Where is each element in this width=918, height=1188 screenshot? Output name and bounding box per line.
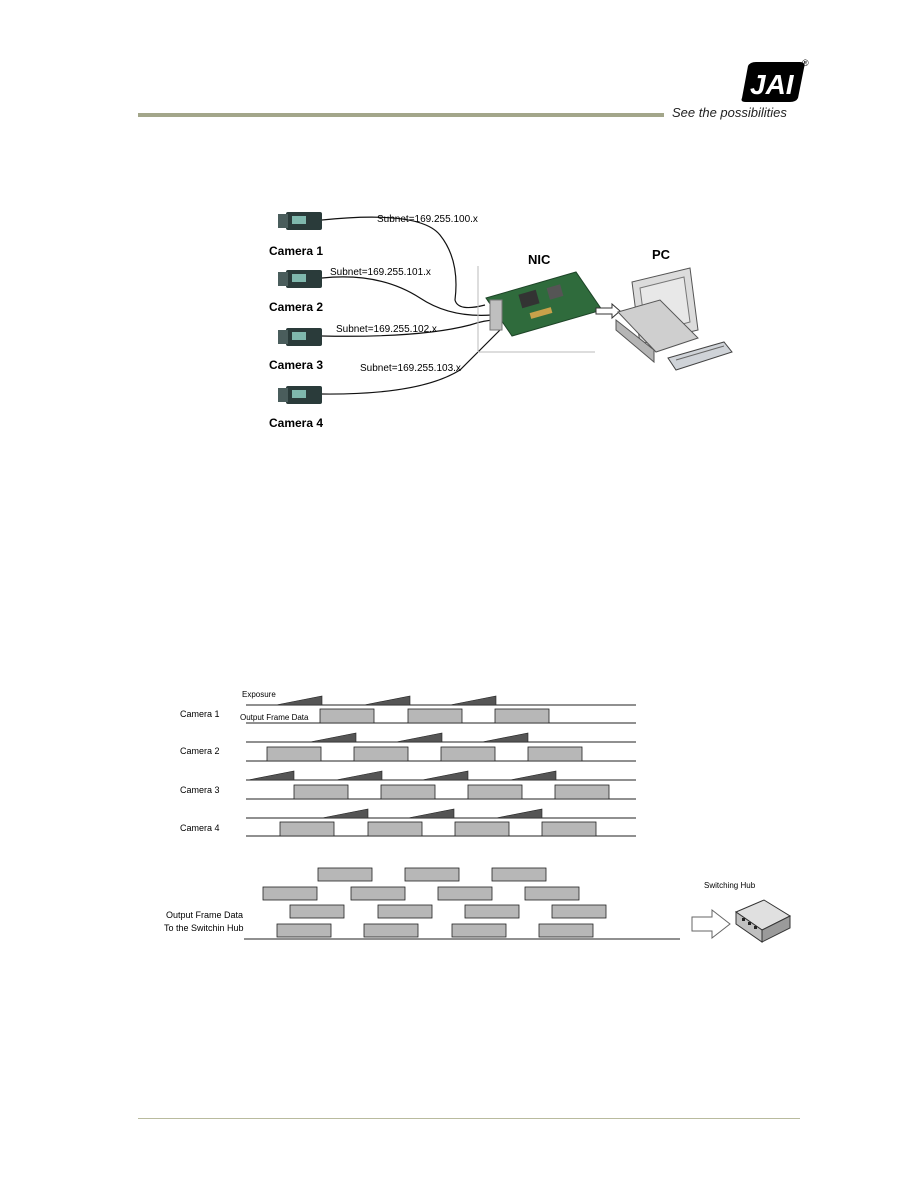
exposure-ramp-1-1: [275, 695, 323, 706]
exposure-label: Exposure: [242, 690, 276, 699]
camera-icon-1: [278, 212, 322, 230]
exposure-ramp-4-1: [321, 808, 369, 819]
merged-frame-1-3: [491, 867, 547, 882]
merged-frame-2-1: [262, 886, 318, 901]
camera-icon-2: [278, 270, 322, 288]
exposure-ramp-3-4: [509, 770, 557, 781]
row-label-camera-1: Camera 1: [180, 709, 220, 719]
logo-text: JAI: [750, 69, 795, 100]
arrow-icon: [595, 302, 621, 320]
registered-mark: ®: [802, 58, 809, 68]
frame-block-3-1: [293, 784, 349, 800]
switching-hub-icon: [734, 899, 792, 943]
exposure-ramp-3-3: [421, 770, 469, 781]
pc-label: PC: [652, 247, 671, 262]
cable-camera-2: [321, 276, 493, 316]
exposure-ramp-2-1: [309, 732, 357, 743]
exposure-ramp-1-3: [449, 695, 497, 706]
subnet-1-label: Subnet=169.255.100.x: [377, 214, 478, 225]
merged-frame-4-1: [276, 923, 332, 938]
merged-frame-1-2: [404, 867, 460, 882]
nic-label: NIC: [528, 252, 551, 267]
output-frame-label: Output Frame Data: [240, 713, 309, 722]
frame-block-2-4: [527, 746, 583, 762]
timing-shapes: [244, 695, 680, 940]
merged-frame-3-2: [377, 904, 433, 919]
merged-frame-2-3: [437, 886, 493, 901]
hub-label: Switching Hub: [704, 881, 756, 890]
frame-block-1-3: [494, 708, 550, 724]
frame-block-4-2: [367, 821, 423, 837]
row-label-camera-3: Camera 3: [180, 785, 220, 795]
exposure-ramp-2-3: [481, 732, 529, 743]
merged-label-line1: Output Frame Data: [166, 910, 243, 920]
merged-frame-3-1: [289, 904, 345, 919]
exposure-ramp-4-3: [495, 808, 543, 819]
merged-frame-1-1: [317, 867, 373, 882]
merged-frame-2-2: [350, 886, 406, 901]
exposure-ramp-3-2: [335, 770, 383, 781]
exposure-ramp-4-2: [407, 808, 455, 819]
frame-block-3-4: [554, 784, 610, 800]
camera-2-label: Camera 2: [269, 300, 323, 314]
merged-frame-4-3: [451, 923, 507, 938]
network-diagram: Camera 1 Camera 2 Camera 3 Camera 4 Subn…: [269, 212, 733, 430]
footer-rule: [138, 1118, 800, 1119]
pc-icon: [615, 267, 733, 371]
merged-frame-4-4: [538, 923, 594, 938]
camera-icon-4: [278, 386, 322, 404]
camera-icon-3: [278, 328, 322, 346]
merged-frame-2-4: [524, 886, 580, 901]
row-label-camera-2: Camera 2: [180, 746, 220, 756]
header-rule: [138, 113, 664, 117]
camera-3-label: Camera 3: [269, 358, 323, 372]
frame-block-3-2: [380, 784, 436, 800]
merged-frame-3-4: [551, 904, 607, 919]
camera-1-label: Camera 1: [269, 244, 323, 258]
subnet-3-label: Subnet=169.255.102.x: [336, 324, 437, 335]
frame-block-4-1: [279, 821, 335, 837]
exposure-ramp-2-2: [395, 732, 443, 743]
subnet-4-label: Subnet=169.255.103.x: [360, 363, 461, 374]
row-label-camera-4: Camera 4: [180, 823, 220, 833]
hub-arrow-icon: [691, 908, 731, 940]
merged-frame-3-3: [464, 904, 520, 919]
frame-block-1-2: [407, 708, 463, 724]
exposure-ramp-1-2: [363, 695, 411, 706]
frame-block-1-1: [319, 708, 375, 724]
frame-block-4-3: [454, 821, 510, 837]
merged-label-line2: To the Switchin Hub: [164, 923, 244, 933]
merged-frame-4-2: [363, 923, 419, 938]
subnet-2-label: Subnet=169.255.101.x: [330, 267, 431, 278]
frame-block-3-3: [467, 784, 523, 800]
nic-card-icon: [477, 266, 603, 353]
frame-block-2-1: [266, 746, 322, 762]
camera-4-label: Camera 4: [269, 416, 323, 430]
timing-diagram: Exposure Output Frame Data Camera 1 Came…: [164, 690, 792, 943]
frame-block-2-3: [440, 746, 496, 762]
cable-camera-4: [321, 329, 501, 395]
frame-block-4-4: [541, 821, 597, 837]
frame-block-2-2: [353, 746, 409, 762]
jai-logo: JAI ®: [738, 58, 810, 104]
cable-camera-1: [321, 216, 486, 309]
exposure-ramp-3-1: [247, 770, 295, 781]
tagline: See the possibilities: [672, 105, 787, 120]
cable-camera-3: [321, 319, 497, 337]
